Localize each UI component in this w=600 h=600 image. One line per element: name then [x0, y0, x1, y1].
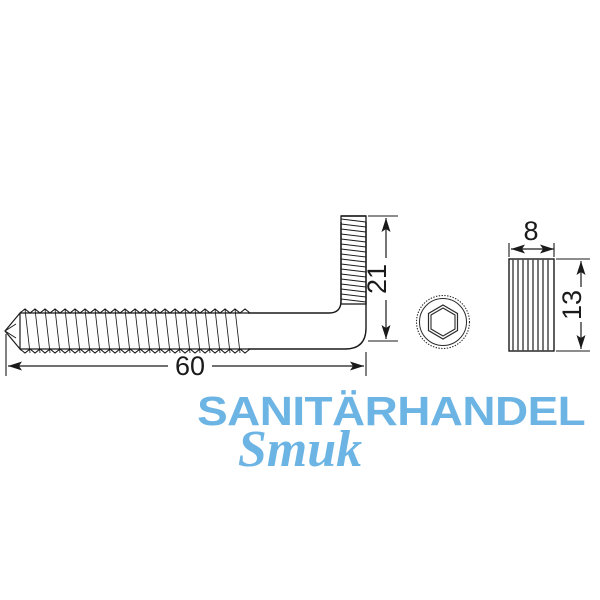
- dimension-8: 8: [508, 216, 555, 257]
- watermark-line1: SANITÄRHANDEL: [197, 389, 585, 434]
- dimension-21: 21: [362, 215, 398, 342]
- knurled-sleeve-view: [508, 258, 555, 352]
- screw-part: [4, 215, 367, 354]
- dimension-60: 60: [5, 334, 367, 381]
- dimension-13: 13: [556, 258, 590, 352]
- hex-socket-head-view: [415, 294, 471, 350]
- sleeve-knurling: [512, 259, 549, 351]
- wood-thread-section: [19, 308, 251, 354]
- watermark: SANITÄRHANDEL Smuk: [197, 389, 586, 478]
- hex-socket-inner: [430, 307, 456, 337]
- knurl-outer-circle: [415, 294, 471, 350]
- dimension-label-60: 60: [175, 351, 205, 381]
- screw-tip: [4, 311, 21, 351]
- machine-thread-section: [340, 215, 367, 305]
- dimension-label-8: 8: [523, 216, 538, 246]
- hex-socket-outer: [427, 304, 459, 340]
- knurl-inner-circle: [419, 298, 467, 346]
- watermark-line2: Smuk: [238, 421, 362, 478]
- sleeve-outline: [508, 258, 555, 352]
- dimension-label-13: 13: [557, 290, 587, 320]
- dimension-label-21: 21: [362, 264, 392, 294]
